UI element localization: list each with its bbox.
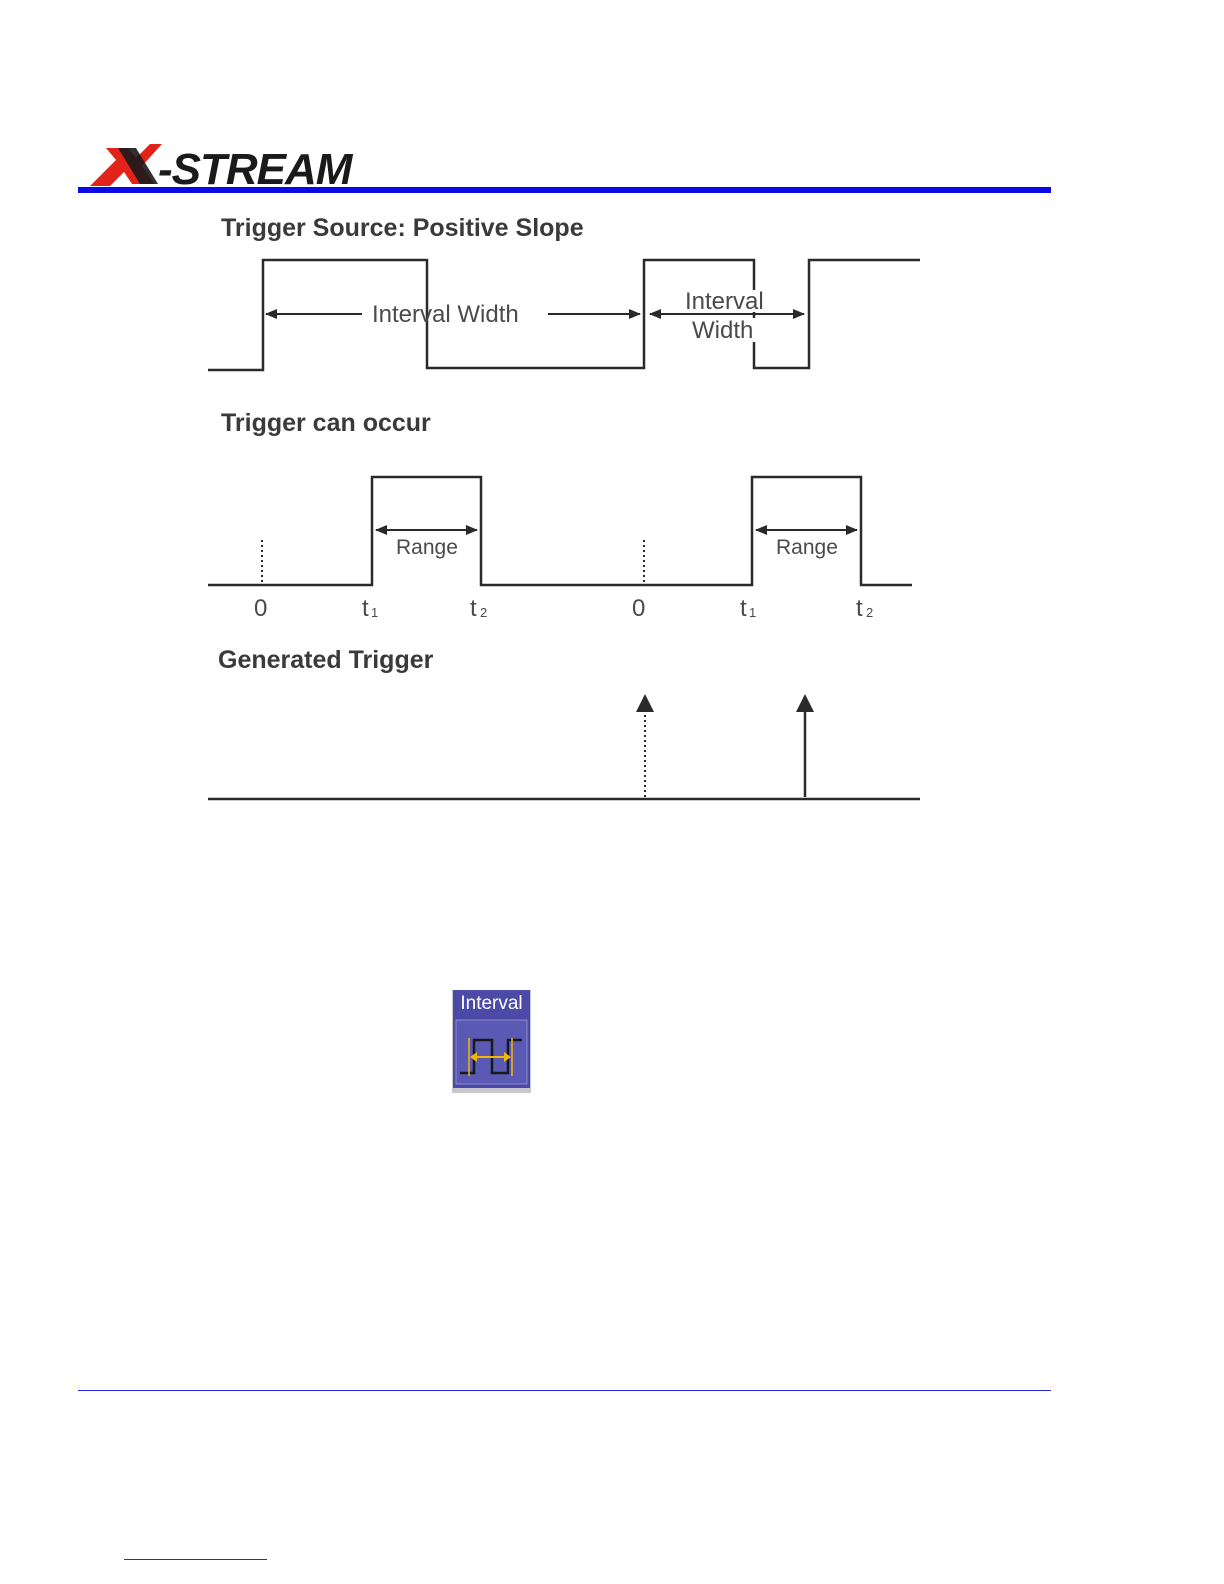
interval-waveform-icon bbox=[460, 1038, 522, 1076]
range-label-2: Range bbox=[776, 536, 838, 559]
width-label: Width bbox=[692, 317, 753, 344]
interval-button[interactable]: Interval bbox=[452, 990, 531, 1093]
section1-title: Trigger Source: Positive Slope bbox=[221, 214, 584, 242]
tick-t2-2: t bbox=[856, 595, 863, 622]
tick-t2-1-sub: 2 bbox=[480, 605, 487, 620]
tick-zero-1: 0 bbox=[254, 595, 267, 622]
trigger-arrowhead-dotted bbox=[636, 694, 654, 712]
tick-t1-1: t bbox=[362, 595, 369, 622]
section2-title: Trigger can occur bbox=[221, 409, 431, 437]
trigger-arrowhead-solid bbox=[796, 694, 814, 712]
interval-button-label: Interval bbox=[460, 993, 522, 1014]
trigger-timing-diagram: Trigger Source: Positive Slope Interval … bbox=[0, 0, 1224, 840]
range-label-1: Range bbox=[396, 536, 458, 559]
tick-t2-1: t bbox=[470, 595, 477, 622]
tick-t1-2: t bbox=[740, 595, 747, 622]
footer-rule bbox=[78, 1390, 1051, 1391]
tick-t2-2-sub: 2 bbox=[866, 605, 873, 620]
interval-label: Interval bbox=[685, 288, 764, 315]
tick-zero-2: 0 bbox=[632, 595, 645, 622]
tick-t1-2-sub: 1 bbox=[749, 605, 756, 620]
footer-link-underline bbox=[124, 1559, 267, 1560]
section3-title: Generated Trigger bbox=[218, 646, 434, 674]
tick-t1-1-sub: 1 bbox=[371, 605, 378, 620]
interval-width-label: Interval Width bbox=[372, 301, 519, 328]
